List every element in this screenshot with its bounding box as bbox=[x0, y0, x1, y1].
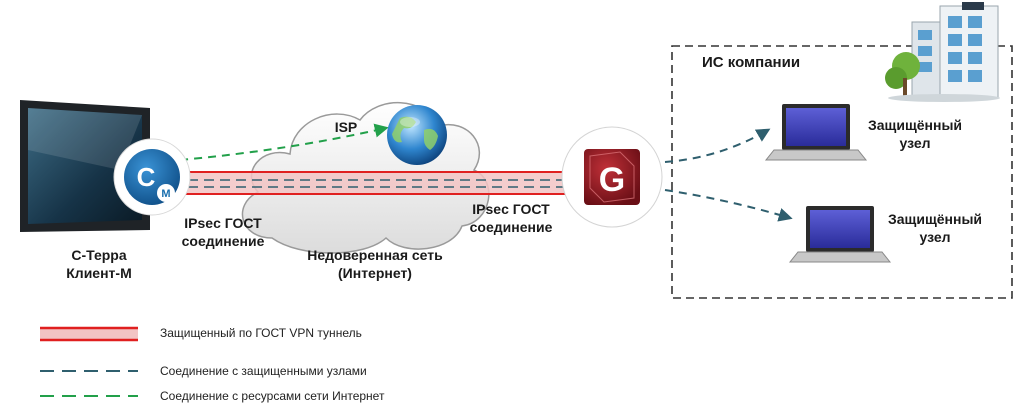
isp-label-text: ISP bbox=[334, 119, 358, 135]
ipsec-right-label: IPsec ГОСТ соединение bbox=[456, 200, 566, 236]
node1-label: Защищённый узел bbox=[860, 116, 970, 152]
tablet-icon bbox=[20, 100, 150, 232]
client-badge-sub: M bbox=[161, 188, 170, 200]
ipsec-left-label: IPsec ГОСТ соединение bbox=[158, 214, 288, 250]
gateway-badge-letter: G bbox=[599, 161, 625, 199]
cloud-label: Недоверенная сеть (Интернет) bbox=[290, 246, 460, 282]
company-label-text: ИС компании bbox=[702, 54, 801, 71]
ipsec-right-line2: соединение bbox=[469, 219, 553, 235]
protected-connection-2 bbox=[664, 189, 793, 222]
cloud-label-line2: (Интернет) bbox=[338, 265, 412, 281]
protected-connection-1 bbox=[664, 128, 771, 163]
legend-protected-text: Соединение с защищенными узлами bbox=[160, 364, 367, 378]
node1-label-line1: Защищённый bbox=[867, 117, 963, 133]
client-badge: C M bbox=[113, 138, 191, 216]
node2-label: Защищённый узел bbox=[880, 210, 990, 246]
client-label-line2: Клиент-М bbox=[66, 265, 132, 281]
client-badge-letter: C bbox=[137, 162, 156, 192]
ipsec-left-line2: соединение bbox=[181, 233, 265, 249]
office-building-icon bbox=[885, 2, 1000, 102]
node2-label-line2: узел bbox=[919, 229, 951, 245]
internet-connection bbox=[179, 123, 389, 161]
globe-icon bbox=[387, 105, 447, 165]
gateway-badge: G bbox=[561, 126, 663, 228]
company-boundary bbox=[671, 45, 1013, 299]
client-label: С-Терра Клиент-М bbox=[44, 246, 154, 282]
node1-label-line2: узел bbox=[899, 135, 931, 151]
ipsec-right-line1: IPsec ГОСТ bbox=[472, 201, 550, 217]
client-label-line1: С-Терра bbox=[71, 247, 127, 263]
legend-internet-text: Соединение с ресурсами сети Интернет bbox=[160, 389, 385, 403]
company-label: ИС компании bbox=[702, 54, 832, 72]
node2-label-line1: Защищённый bbox=[887, 211, 983, 227]
vpn-tunnel bbox=[158, 171, 598, 195]
isp-label: ISP bbox=[326, 118, 366, 136]
laptop-icon bbox=[788, 206, 892, 263]
legend-tunnel-text: Защищенный по ГОСТ VPN туннель bbox=[160, 326, 362, 340]
ipsec-left-line1: IPsec ГОСТ bbox=[184, 215, 262, 231]
cloud-label-line1: Недоверенная сеть bbox=[307, 247, 443, 263]
laptop-icon bbox=[764, 104, 868, 161]
legend-tunnel-swatch bbox=[40, 326, 138, 342]
